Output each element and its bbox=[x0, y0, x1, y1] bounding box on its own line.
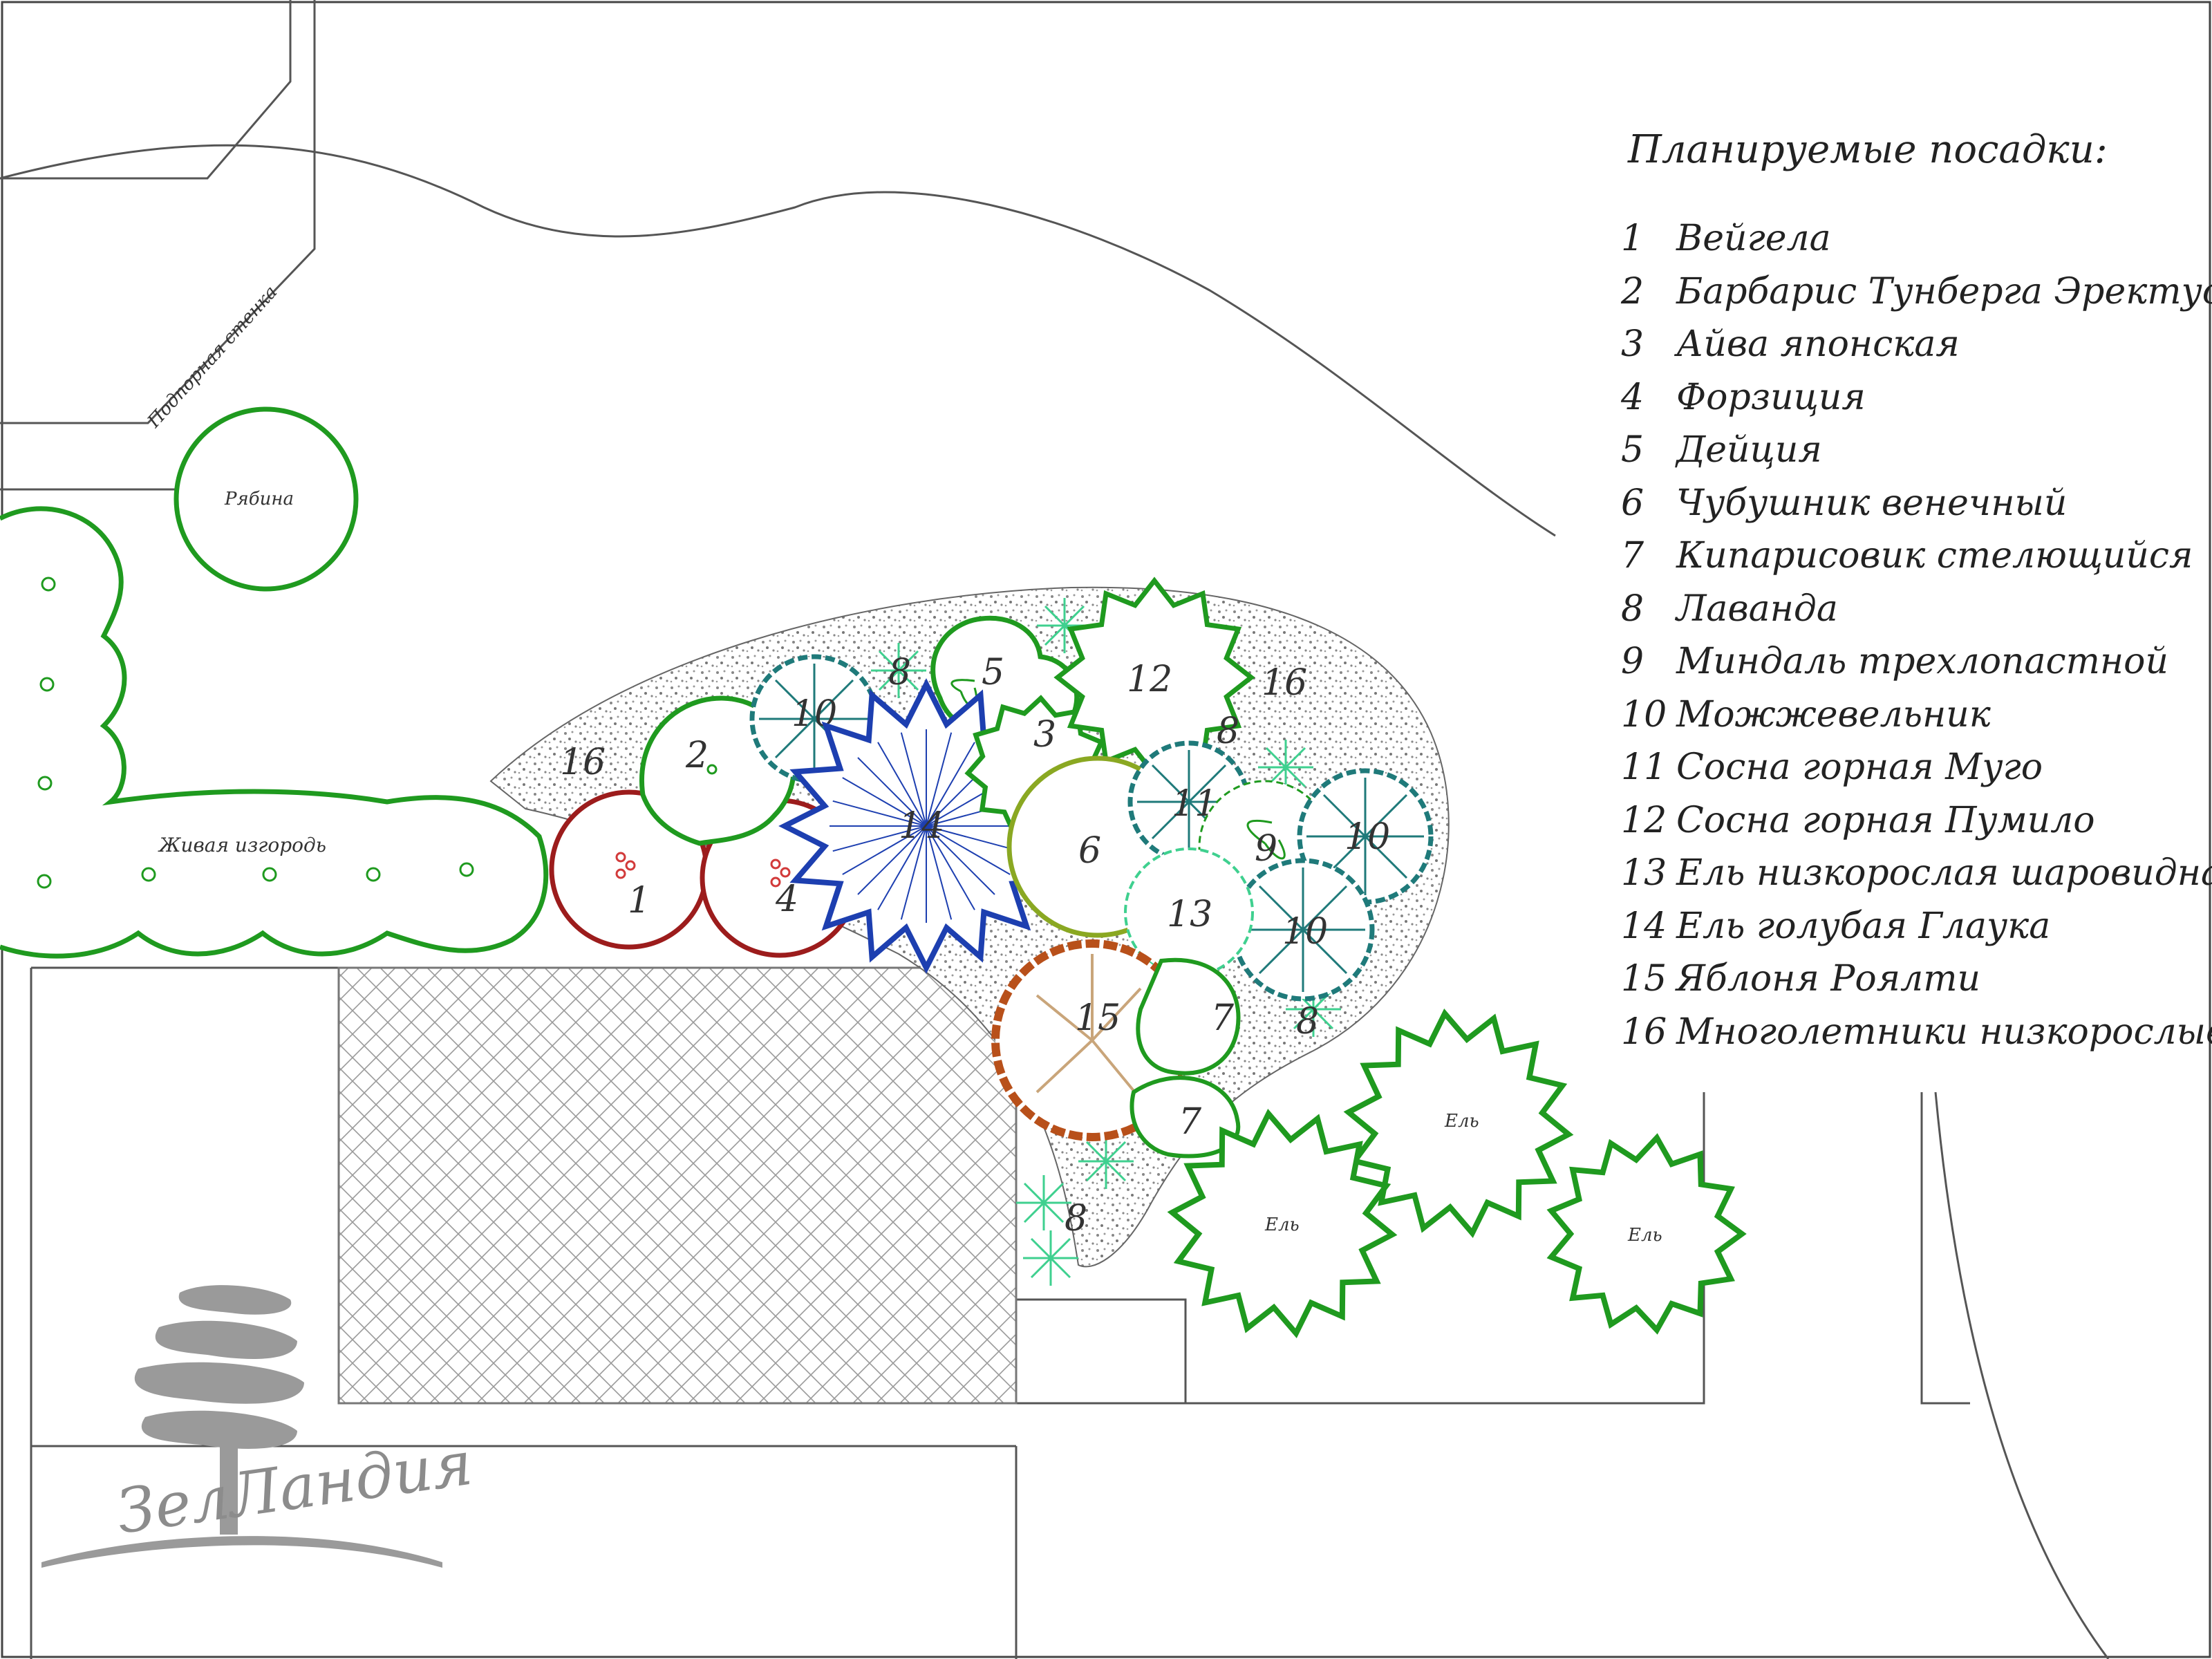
plant-num-12: 12 bbox=[1127, 659, 1172, 700]
plant-num-7a: 7 bbox=[1211, 997, 1235, 1039]
spruce-2-label: Ель bbox=[1264, 1215, 1300, 1235]
round-tree-label: Рябина bbox=[224, 489, 294, 509]
legend-item-number: 12 bbox=[1621, 800, 1667, 841]
legend-item: 8 Лаванда bbox=[1621, 588, 1838, 630]
legend-item: 4 Форзиция bbox=[1620, 377, 1866, 418]
plant-num-5: 5 bbox=[982, 652, 1004, 693]
legend-item-name: Яблоня Роялти bbox=[1675, 958, 1980, 1000]
legend-item: 6 Чубушник венечный bbox=[1621, 482, 2067, 524]
plant-num-16a: 16 bbox=[560, 742, 606, 783]
legend-item-name: Дейция bbox=[1675, 429, 1822, 471]
legend-item-name: Форзиция bbox=[1676, 377, 1866, 418]
legend-item-name: Сосна горная Муго bbox=[1676, 747, 2043, 788]
spruce-tree-3 bbox=[1546, 1133, 1747, 1335]
plant-num-16b: 16 bbox=[1262, 662, 1307, 704]
logo-tree-icon bbox=[41, 1285, 442, 1568]
plant-num-8a: 8 bbox=[888, 652, 911, 693]
spruce-1-label: Ель bbox=[1444, 1111, 1479, 1132]
retaining-wall bbox=[0, 0, 316, 491]
paved-terrace bbox=[337, 966, 1018, 1405]
plant-num-1: 1 bbox=[628, 880, 650, 921]
legend-item-number: 10 bbox=[1621, 694, 1667, 735]
plant-2-dot bbox=[706, 764, 718, 775]
legend-item: 7 Кипарисовик стелющийся bbox=[1621, 535, 2193, 577]
legend-item: 3 Айва японская bbox=[1621, 324, 1960, 365]
legend-item-number: 13 bbox=[1621, 852, 1667, 894]
legend-title: Планируемые посадки: bbox=[1627, 127, 2108, 172]
legend-item-name: Чубушник венечный bbox=[1676, 482, 2067, 524]
legend-item-number: 14 bbox=[1621, 906, 1667, 947]
legend-item-number: 9 bbox=[1621, 641, 1644, 682]
plant-9-propeller bbox=[1246, 819, 1286, 860]
plant-10c-juniper bbox=[1231, 858, 1375, 1002]
plant-num-7b: 7 bbox=[1179, 1101, 1202, 1143]
legend-item: 2 Барбарис Тунберга Эректус bbox=[1620, 271, 2212, 312]
plant-15-branches bbox=[1035, 954, 1142, 1100]
legend-item-name: Многолетники низкорослые bbox=[1676, 1011, 2212, 1053]
plant-num-13: 13 bbox=[1167, 894, 1212, 935]
spruce-tree-1 bbox=[1343, 1009, 1574, 1238]
plant-num-15: 15 bbox=[1075, 997, 1121, 1039]
legend-item: 1 Вейгела bbox=[1621, 218, 1831, 259]
plant-num-10c: 10 bbox=[1282, 911, 1328, 953]
plant-num-14: 14 bbox=[899, 805, 944, 847]
hedge-label: Живая изгородь bbox=[158, 834, 326, 856]
legend-item-name: Ель низкорослая шаровидная bbox=[1676, 852, 2212, 894]
plant-4-berries bbox=[770, 859, 791, 888]
plant-7a-cypress bbox=[1136, 957, 1241, 1076]
legend-item-name: Можжевельник bbox=[1676, 694, 1991, 735]
plant-num-8b: 8 bbox=[1217, 711, 1239, 752]
legend-item-number: 16 bbox=[1621, 1011, 1667, 1053]
hedge-dots bbox=[37, 577, 474, 889]
legend-item-name: Лаванда bbox=[1674, 588, 1838, 630]
legend-item-number: 11 bbox=[1621, 747, 1667, 788]
plant-num-3: 3 bbox=[1033, 714, 1056, 756]
legend-item-number: 5 bbox=[1621, 429, 1644, 471]
legend-item: 5 Дейция bbox=[1621, 429, 1822, 471]
lawn-boundary bbox=[0, 144, 1556, 537]
legend-item-name: Вейгела bbox=[1676, 218, 1831, 259]
legend-item-number: 2 bbox=[1620, 271, 1644, 312]
legend-item-number: 7 bbox=[1621, 535, 1644, 577]
legend-item-number: 15 bbox=[1621, 958, 1667, 1000]
legend-item-number: 4 bbox=[1620, 377, 1644, 418]
legend-item-name: Кипарисовик стелющийся bbox=[1676, 535, 2193, 577]
legend-item-name: Барбарис Тунберга Эректус bbox=[1676, 271, 2212, 312]
round-tree bbox=[174, 406, 359, 592]
spruce-3-label: Ель bbox=[1627, 1225, 1662, 1246]
legend-item-name: Миндаль трехлопастной bbox=[1676, 641, 2168, 682]
plant-num-6: 6 bbox=[1078, 830, 1101, 872]
legend-item-number: 6 bbox=[1621, 482, 1644, 524]
plant-num-10b: 10 bbox=[1344, 816, 1390, 858]
legend-item-number: 1 bbox=[1621, 218, 1644, 259]
spruce-tree-2 bbox=[1167, 1109, 1398, 1338]
legend-item-name: Ель голубая Глаука bbox=[1676, 906, 2050, 947]
legend-item-number: 3 bbox=[1621, 324, 1644, 365]
legend-item-number: 8 bbox=[1621, 588, 1644, 630]
plant-1-berries bbox=[615, 852, 636, 879]
legend-item-name: Айва японская bbox=[1674, 324, 1960, 365]
plant-num-2: 2 bbox=[685, 735, 709, 776]
lavender-group-a bbox=[871, 598, 1341, 1286]
legend-item-name: Сосна горная Пумило bbox=[1676, 800, 2095, 841]
hedge bbox=[0, 506, 549, 959]
plant-14-rays bbox=[830, 729, 1023, 923]
legend-item: 9 Миндаль трехлопастной bbox=[1621, 641, 2168, 682]
legend-items: 1 Вейгела 2 Барбарис Тунберга Эректус 3 Айва … bbox=[1620, 218, 2212, 1053]
plant-num-8c: 8 bbox=[1296, 1001, 1319, 1042]
plant-num-4: 4 bbox=[775, 879, 798, 920]
plant-num-8d: 8 bbox=[1065, 1198, 1087, 1239]
legend: Планируемые посадки: 1 Вейгела 2 Барбарис Т… bbox=[1620, 127, 2212, 1053]
right-boundary bbox=[1934, 1091, 2110, 1659]
plant-num-9: 9 bbox=[1255, 828, 1277, 870]
